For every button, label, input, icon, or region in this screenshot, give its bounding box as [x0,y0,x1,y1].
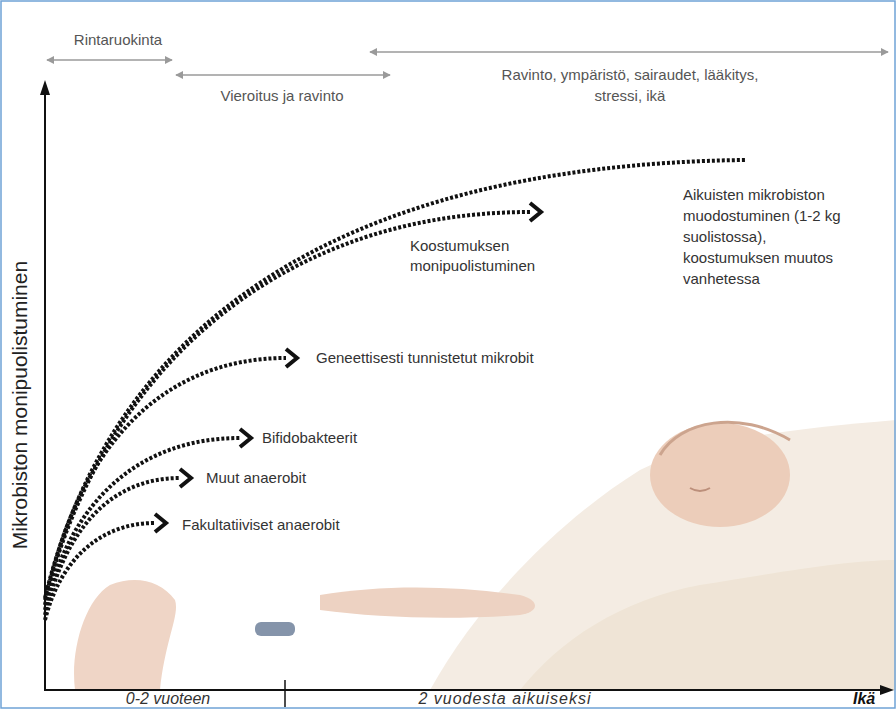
baby-foot [74,580,176,690]
baby-wristband [255,622,295,636]
arrow-chevron [530,203,541,221]
baby-arm [320,588,535,618]
curve-label: Muut anaerobit [206,468,406,488]
baby-eye [690,488,710,491]
period-label: Rintaruokinta [38,30,198,50]
y-axis-head [40,80,50,95]
curve-label: Aikuisten mikrobiston muodostuminen (1-2… [683,184,855,289]
period-arrow [176,74,390,76]
x-axis-head [880,685,894,695]
period-arrow [370,51,888,53]
arrow-chevron [155,514,166,532]
baby-hair [660,422,790,455]
curve-label: Bifidobakteerit [262,428,462,448]
curve-label: Geneettisesti tunnistetut mikrobit [316,348,646,368]
blanket-fold [520,560,896,690]
period-arrow [47,59,172,61]
growth-curve [45,478,180,615]
curves [45,160,745,620]
axis-tick [284,680,286,707]
arrow-chevron [180,469,191,487]
axis-range: 2 vuodesta aikuiseksi [355,689,655,709]
baby-photo [74,420,896,690]
axis-name: Ikä [853,689,891,709]
arrow-chevron [286,349,297,367]
axis-title: Mikrobiston monipuolistuminen [10,185,30,625]
period-label: Ravinto, ympäristö, sairaudet, lääkitys,… [499,64,761,106]
curve-label: Fakultatiiviset anaerobit [182,515,442,535]
period-label: Vieroitus ja ravinto [182,86,382,106]
growth-curve [45,160,745,598]
arrow-chevron [240,429,251,447]
axis-range: 0-2 vuoteen [83,689,253,709]
y-axis [44,92,46,690]
curve-label: Koostumuksen monipuolistuminen [410,236,560,276]
growth-curve [45,523,155,620]
baby-head [650,423,790,527]
blanket [430,420,896,690]
